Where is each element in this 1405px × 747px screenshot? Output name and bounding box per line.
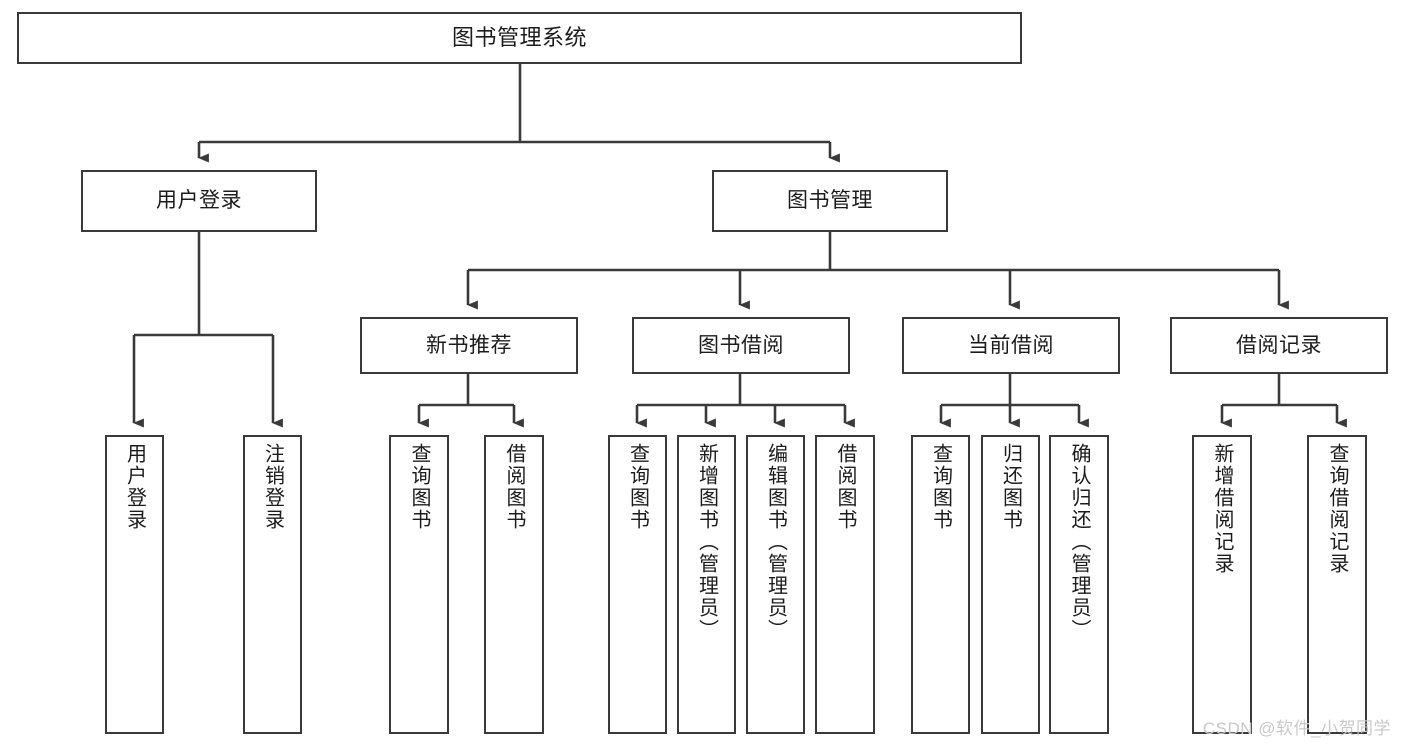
node-label: 新书推荐 [426, 333, 512, 357]
leaf-add-borrow-record[interactable]: 新增借阅记录 [1192, 435, 1252, 734]
node-label: 新增借阅记录 [1211, 443, 1233, 575]
node-root-system[interactable]: 图书管理系统 [17, 12, 1022, 64]
node-label: 当前借阅 [968, 333, 1054, 357]
leaf-query-book-borrow[interactable]: 查询图书 [608, 435, 667, 734]
leaf-user-login[interactable]: 用户登录 [105, 435, 164, 734]
node-label: 查询图书 [626, 443, 649, 531]
node-label: 图书管理系统 [451, 24, 587, 50]
leaf-logout[interactable]: 注销登录 [243, 435, 302, 734]
leaf-confirm-return[interactable]: 确认归还（管理员） [1049, 435, 1109, 734]
leaf-borrow-book-recommend[interactable]: 借阅图书 [484, 435, 544, 734]
node-label: 归还图书 [999, 443, 1022, 531]
node-label: 注销登录 [261, 443, 284, 531]
node-label: 图书借阅 [698, 333, 784, 357]
node-user-login[interactable]: 用户登录 [81, 170, 317, 232]
node-label: 图书管理 [787, 189, 873, 213]
leaf-query-book-current[interactable]: 查询图书 [911, 435, 970, 734]
node-label: 查询图书 [929, 443, 952, 531]
leaf-query-borrow-record[interactable]: 查询借阅记录 [1307, 435, 1367, 734]
node-label: 新增图书（管理员） [695, 443, 718, 641]
leaf-edit-book[interactable]: 编辑图书（管理员） [746, 435, 805, 734]
node-book-management[interactable]: 图书管理 [712, 170, 948, 232]
leaf-query-book-recommend[interactable]: 查询图书 [389, 435, 449, 734]
node-label: 确认归还（管理员） [1068, 443, 1090, 641]
node-label: 查询图书 [408, 443, 430, 531]
node-new-book-recommend[interactable]: 新书推荐 [360, 317, 578, 374]
node-current-borrow[interactable]: 当前借阅 [902, 317, 1120, 374]
node-book-borrow[interactable]: 图书借阅 [632, 317, 850, 374]
leaf-add-book[interactable]: 新增图书（管理员） [677, 435, 736, 734]
node-label: 借阅记录 [1236, 333, 1322, 357]
node-label: 借阅图书 [834, 443, 856, 531]
leaf-return-book[interactable]: 归还图书 [981, 435, 1040, 734]
leaf-borrow-book[interactable]: 借阅图书 [815, 435, 875, 734]
node-label: 查询借阅记录 [1326, 443, 1348, 575]
node-label: 用户登录 [123, 443, 146, 531]
node-borrow-record[interactable]: 借阅记录 [1170, 317, 1388, 374]
node-label: 用户登录 [156, 189, 242, 213]
node-label: 借阅图书 [503, 443, 525, 531]
node-label: 编辑图书（管理员） [764, 443, 787, 641]
